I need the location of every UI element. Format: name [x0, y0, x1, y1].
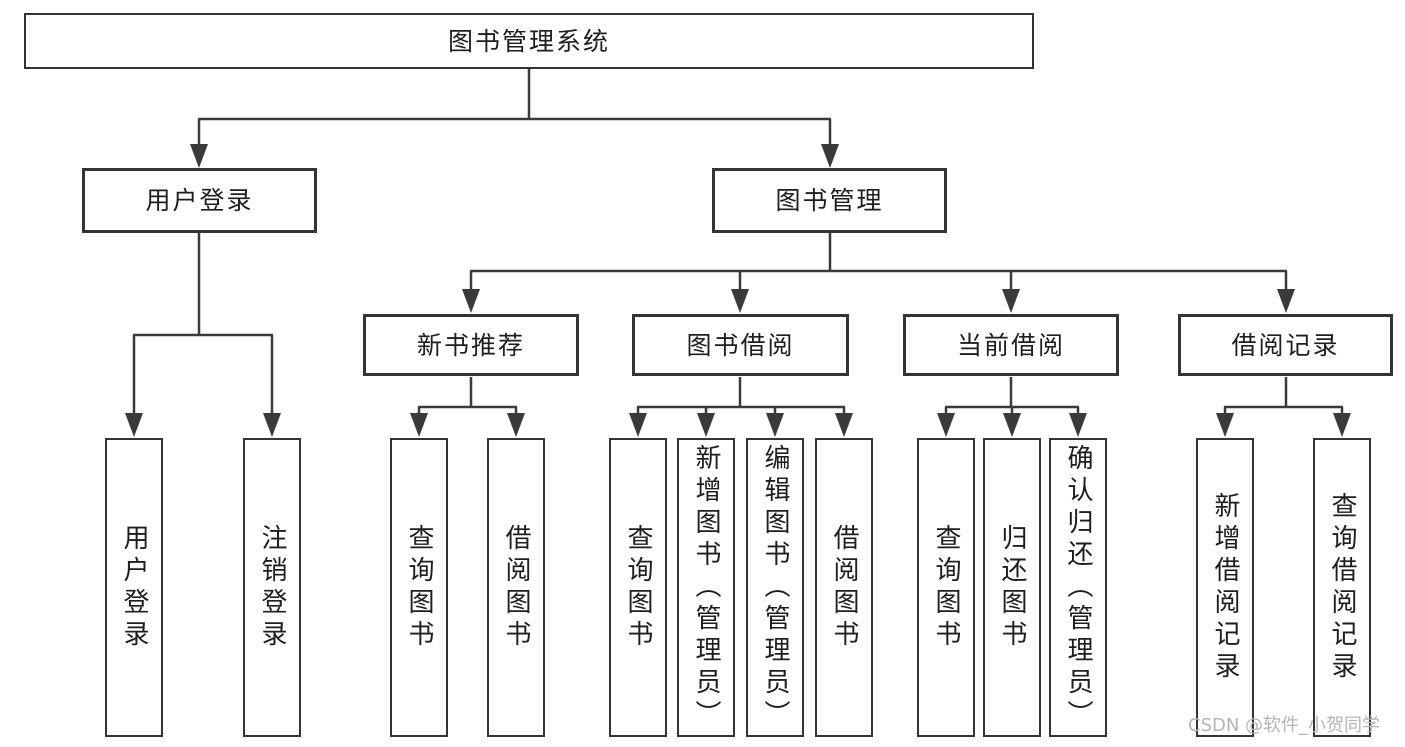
node-label: 新增图书（管理员）	[691, 443, 721, 732]
node-borrowing-records: 借阅记录	[1178, 314, 1393, 376]
leaf-query-books-borrowing: 查询图书	[609, 438, 667, 737]
leaf-borrow-books-recommend: 借阅图书	[487, 438, 545, 737]
leaf-logout: 注销登录	[243, 438, 301, 737]
node-label: 注销登录	[257, 523, 287, 652]
leaf-add-borrow-record: 新增借阅记录	[1196, 438, 1254, 737]
node-label: 借阅图书	[501, 523, 531, 652]
node-label: 借阅记录	[1231, 330, 1340, 360]
node-library-management-system: 图书管理系统	[24, 13, 1034, 69]
leaf-user-login: 用户登录	[105, 438, 163, 737]
connector-lines	[132, 69, 1344, 416]
node-current-borrowing: 当前借阅	[903, 314, 1119, 376]
leaf-add-book-admin: 新增图书（管理员）	[677, 438, 735, 737]
node-label: 图书管理系统	[447, 26, 610, 56]
node-label: 图书管理	[775, 186, 884, 215]
leaf-query-books-recommend: 查询图书	[390, 438, 448, 737]
node-new-book-recommend: 新书推荐	[363, 314, 579, 376]
node-book-borrowing: 图书借阅	[632, 314, 849, 376]
node-label: 新增借阅记录	[1210, 491, 1240, 684]
node-label: 归还图书	[997, 523, 1027, 652]
leaf-borrow-books-borrowing: 借阅图书	[815, 438, 873, 737]
node-label: 当前借阅	[956, 330, 1065, 360]
node-label: 查询图书	[623, 523, 653, 652]
leaf-query-books-current: 查询图书	[917, 438, 975, 737]
node-label: 查询图书	[404, 523, 434, 652]
leaf-query-borrow-record: 查询借阅记录	[1313, 438, 1371, 737]
node-user-login: 用户登录	[82, 168, 317, 233]
leaf-edit-book-admin: 编辑图书（管理员）	[746, 438, 804, 737]
connector-arrowheads	[125, 144, 1351, 437]
node-label: 新书推荐	[416, 330, 525, 360]
node-label: 用户登录	[119, 523, 149, 652]
node-book-management: 图书管理	[712, 168, 947, 233]
node-label: 借阅图书	[829, 523, 859, 652]
node-label: 查询借阅记录	[1327, 491, 1357, 684]
leaf-return-books: 归还图书	[983, 438, 1041, 737]
node-label: 图书借阅	[686, 330, 795, 360]
node-label: 确认归还（管理员）	[1063, 443, 1093, 732]
node-label: 用户登录	[145, 186, 254, 215]
node-label: 编辑图书（管理员）	[760, 443, 790, 732]
node-label: 查询图书	[931, 523, 961, 652]
leaf-confirm-return-admin: 确认归还（管理员）	[1049, 438, 1107, 737]
